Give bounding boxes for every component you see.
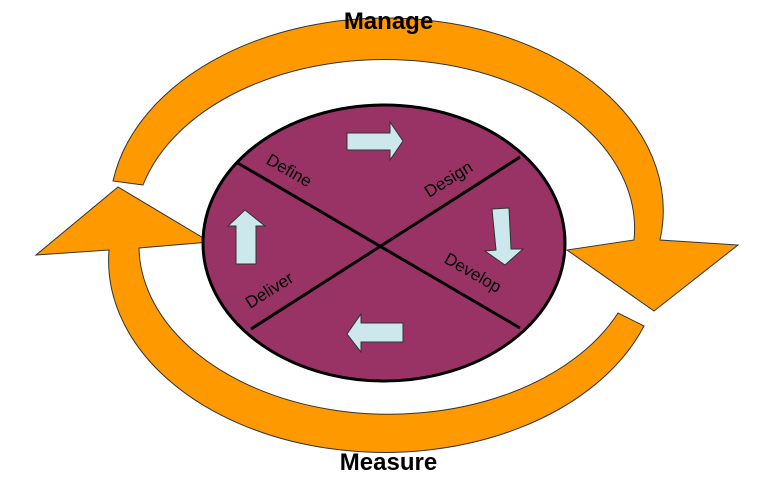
flow-arrow-left-icon	[346, 312, 404, 354]
measure-cycle-arrow	[34, 186, 645, 453]
flow-arrow-down-icon	[483, 207, 525, 266]
flow-arrow-right-icon	[346, 120, 404, 162]
manage-label: Manage	[343, 8, 434, 35]
measure-label: Measure	[339, 449, 438, 476]
divider-line-2	[250, 155, 521, 331]
manage-cycle-arrow	[112, 17, 740, 312]
flow-arrow-up-icon	[226, 209, 267, 265]
divider-line-1	[235, 160, 521, 330]
